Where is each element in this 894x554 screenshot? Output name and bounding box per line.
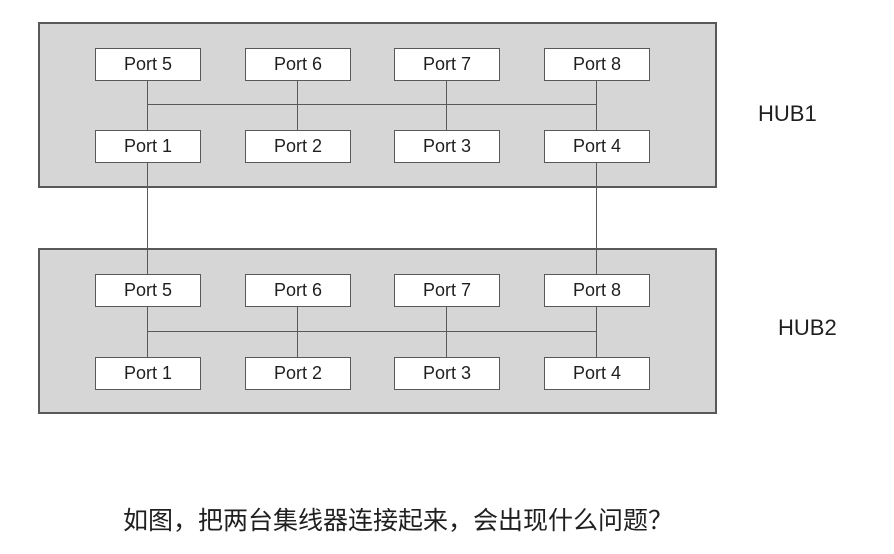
hub1-port-6: Port 6 <box>245 48 351 81</box>
hub1-port8-port4-link <box>596 81 597 130</box>
hub2-port-6: Port 6 <box>245 274 351 307</box>
hub2-port-8: Port 8 <box>544 274 650 307</box>
hub1-port-2: Port 2 <box>245 130 351 163</box>
hub2-port6-port2-link <box>297 307 298 357</box>
hub2-port-3: Port 3 <box>394 357 500 390</box>
hub2-port-7: Port 7 <box>394 274 500 307</box>
hub1-port-1: Port 1 <box>95 130 201 163</box>
hub1-port7-port3-link <box>446 81 447 130</box>
hub1-port-4: Port 4 <box>544 130 650 163</box>
hub1-port1-to-hub2-port5-link <box>147 163 148 274</box>
hub2-port-5: Port 5 <box>95 274 201 307</box>
hub1-port5-port1-link <box>147 81 148 130</box>
hub1-port-5: Port 5 <box>95 48 201 81</box>
hub1-port-7: Port 7 <box>394 48 500 81</box>
hub2-port8-port4-link <box>596 307 597 357</box>
hub2-label: HUB2 <box>778 315 837 340</box>
hub2-port-4: Port 4 <box>544 357 650 390</box>
hub2-bus-line <box>147 331 597 332</box>
hub1-port-3: Port 3 <box>394 130 500 163</box>
hub2-port5-port1-link <box>147 307 148 357</box>
hub1-box <box>38 22 717 188</box>
hub2-port-1: Port 1 <box>95 357 201 390</box>
hub1-port6-port2-link <box>297 81 298 130</box>
hub1-port4-to-hub2-port8-link <box>596 163 597 274</box>
hub1-port-8: Port 8 <box>544 48 650 81</box>
hub2-port7-port3-link <box>446 307 447 357</box>
hub1-bus-line <box>147 104 597 105</box>
question-caption: 如图，把两台集线器连接起来，会出现什么问题？ <box>123 507 674 535</box>
hub1-label: HUB1 <box>758 101 817 126</box>
hub2-port-2: Port 2 <box>245 357 351 390</box>
